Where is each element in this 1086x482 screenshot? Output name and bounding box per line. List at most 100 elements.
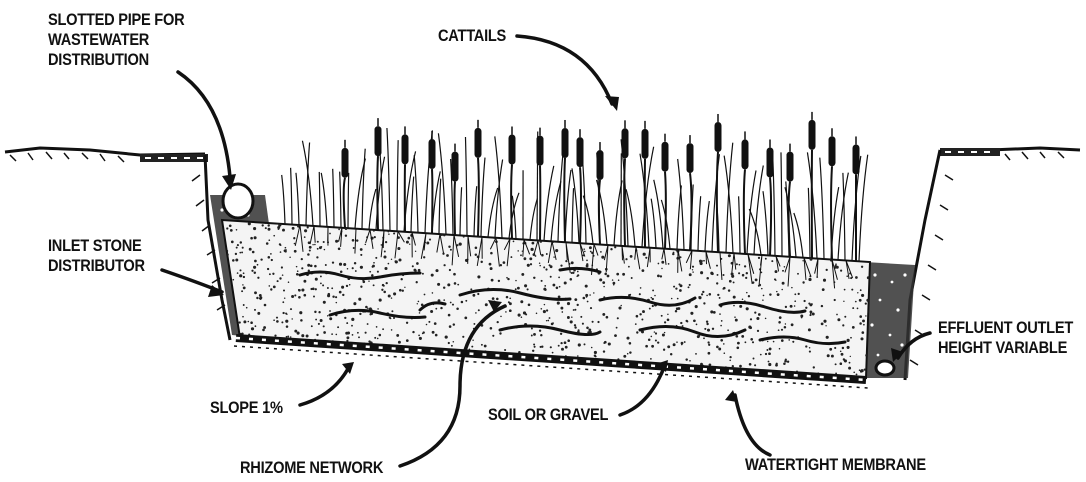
gravel-dot: [797, 273, 799, 275]
gravel-dot: [313, 296, 315, 298]
gravel-dot: [702, 291, 704, 293]
gravel-dot: [287, 336, 289, 338]
gravel-dot: [614, 334, 617, 337]
gravel-dot: [324, 249, 325, 250]
gravel-dot: [280, 244, 282, 246]
gravel-dot: [792, 341, 794, 343]
label-effluent-outlet-line-2: HEIGHT VARIABLE: [938, 338, 1073, 358]
cattail-stem: [377, 156, 378, 230]
gravel-dot: [276, 320, 279, 323]
gravel-dot: [745, 277, 747, 279]
gravel-dot: [274, 363, 276, 365]
cattail-head: [475, 128, 482, 158]
gravel-dot: [226, 372, 228, 374]
gravel-dot: [312, 244, 313, 245]
gravel-dot: [473, 323, 475, 325]
gravel-dot: [785, 323, 786, 324]
gravel-dot: [766, 331, 768, 333]
gravel-dot: [708, 352, 711, 355]
gravel-dot: [282, 301, 284, 303]
gravel-dot: [489, 263, 492, 266]
gravel-dot: [435, 334, 438, 337]
gravel-dot: [507, 278, 509, 280]
gravel-dot: [310, 362, 312, 364]
gravel-dot: [262, 358, 265, 361]
gravel-dot: [651, 336, 653, 338]
gravel-dot: [250, 321, 253, 324]
gravel-dot: [738, 272, 740, 274]
gravel-dot: [271, 259, 273, 261]
gravel-dot: [226, 375, 229, 378]
gravel-dot: [500, 316, 502, 318]
gravel-dot: [553, 377, 554, 378]
gravel-dot: [423, 228, 425, 230]
gravel-dot: [590, 307, 592, 309]
gravel-dot: [375, 257, 377, 259]
gravel-dot: [443, 286, 445, 288]
gravel-dot: [703, 337, 705, 339]
gravel-dot: [505, 311, 507, 313]
gravel-dot: [662, 333, 665, 336]
gravel-dot: [547, 320, 549, 322]
gravel-dot: [449, 269, 451, 271]
gravel-dot: [500, 361, 501, 362]
gravel-dot: [367, 308, 369, 310]
gravel-dot: [741, 335, 744, 338]
cattail-leaf: [460, 187, 462, 235]
gravel-dot: [301, 267, 303, 269]
gravel-dot: [452, 356, 454, 358]
gravel-dot: [680, 376, 681, 377]
gravel-dot: [775, 270, 778, 273]
gravel-dot: [310, 349, 313, 352]
cattail-leaf: [678, 159, 684, 250]
gravel-dot: [279, 277, 281, 279]
gravel-dot: [546, 309, 548, 311]
gravel-dot: [778, 321, 781, 324]
gravel-dot: [241, 251, 243, 253]
cattail-leaf: [411, 177, 414, 233]
gravel-dot: [360, 266, 363, 269]
gravel-dot: [584, 251, 586, 253]
gravel-dot: [809, 351, 811, 353]
gravel-dot: [242, 247, 244, 249]
label-slotted-pipe-line-3: DISTRIBUTION: [48, 50, 184, 70]
gravel-dot: [721, 320, 723, 322]
gravel-dot: [303, 357, 306, 360]
gravel-dot: [304, 365, 306, 367]
gravel-dot: [620, 305, 622, 307]
gravel-dot: [748, 295, 750, 297]
cattail-stem: [478, 158, 479, 237]
gravel-dot: [251, 368, 253, 370]
gravel-dot: [393, 232, 395, 234]
gravel-dot: [622, 273, 625, 276]
gravel-dot: [583, 228, 585, 230]
gravel-dot: [756, 377, 757, 378]
gravel-dot: [682, 377, 684, 379]
gravel-dot: [352, 239, 355, 242]
gravel-dot: [420, 375, 422, 377]
gravel-dot: [835, 363, 837, 365]
gravel-dot: [729, 280, 732, 283]
gravel-dot: [419, 312, 421, 314]
gravel-dot: [257, 264, 259, 266]
cattail-leaf: [843, 173, 845, 260]
gravel-dot: [301, 362, 304, 365]
gravel-dot: [689, 284, 691, 286]
gravel-dot: [638, 236, 640, 238]
gravel-dot: [286, 336, 288, 338]
gravel-dot: [270, 253, 272, 255]
cattail-head: [662, 142, 669, 172]
gravel-dot: [727, 243, 730, 246]
gravel-dot: [267, 228, 270, 231]
gravel-dot: [851, 289, 853, 291]
gravel-dot: [239, 269, 241, 271]
gravel-dot: [419, 337, 422, 340]
gravel-dot: [710, 310, 713, 313]
gravel-dot: [352, 355, 355, 358]
gravel-dot: [323, 241, 325, 243]
gravel-dot: [717, 294, 719, 296]
gravel-dot: [701, 293, 703, 295]
gravel-dot: [265, 227, 267, 229]
gravel-dot: [402, 290, 404, 292]
gravel-dot: [456, 307, 459, 310]
